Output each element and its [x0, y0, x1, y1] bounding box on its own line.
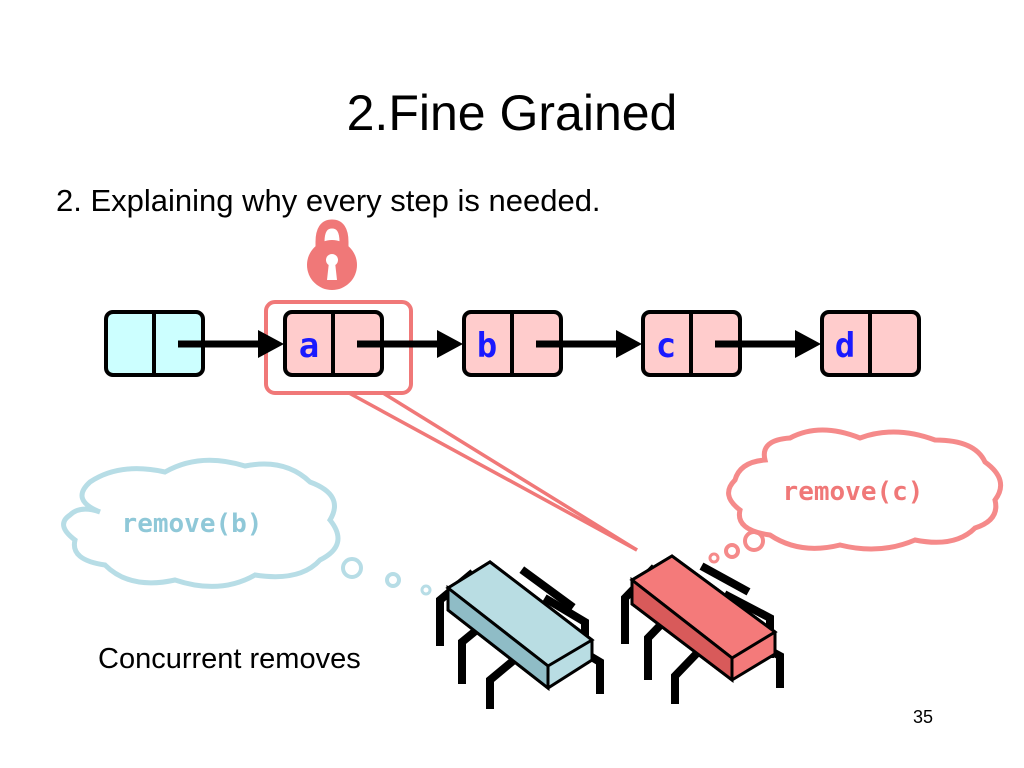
node-label-b: b [477, 326, 497, 366]
list-node-c: c [641, 310, 742, 377]
thread-icon [436, 560, 604, 709]
bullet-text: 2. Explaining why every step is needed. [56, 183, 601, 218]
page-number: 35 [913, 707, 934, 727]
node-label-c: c [656, 326, 676, 366]
pointer-arrow [715, 330, 821, 358]
thought-text-right: remove(c) [783, 477, 924, 507]
caption-text: Concurrent removes [98, 643, 361, 675]
thought-cloud-right: remove(c) [708, 427, 1004, 564]
list-node-a: a [283, 310, 384, 377]
pointer-arrow [357, 330, 463, 358]
slide-title: 2.Fine Grained [346, 85, 678, 141]
padlock-icon [307, 219, 357, 290]
thread-icon [621, 554, 784, 704]
list-node-d: d [820, 310, 921, 377]
pointer-arrow [536, 330, 642, 358]
lock-connector [348, 391, 638, 552]
pointer-arrow [178, 330, 284, 358]
node-label-a: a [299, 326, 319, 366]
node-label-d: d [835, 326, 855, 366]
list-node-b: b [462, 310, 563, 377]
thought-cloud-left: remove(b) [61, 457, 432, 596]
thought-text-left: remove(b) [122, 509, 263, 539]
